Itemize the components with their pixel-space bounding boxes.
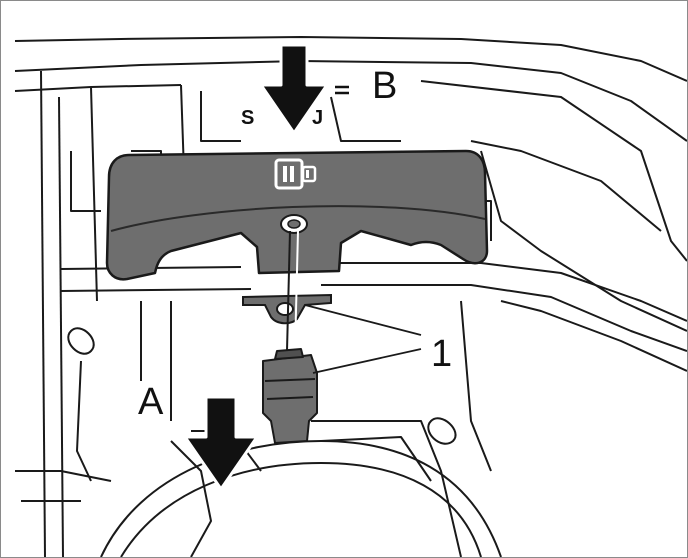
battery-connector-icon (274, 158, 317, 190)
marking-right: J (312, 107, 324, 129)
connector-cover (105, 149, 489, 281)
label-b-dash (335, 85, 349, 95)
arrow-down-icon (183, 395, 259, 491)
label-b: B (372, 65, 398, 107)
marking-left: S (241, 107, 255, 129)
callout-label-1: 1 (431, 333, 453, 375)
housing-outline (14, 36, 687, 557)
alignment-line (286, 230, 291, 352)
latch-bracket (242, 293, 332, 325)
label-a: A (138, 381, 164, 423)
arrow-down-icon (259, 43, 329, 135)
plug-connector (262, 348, 318, 444)
callout-leaders (304, 304, 422, 374)
